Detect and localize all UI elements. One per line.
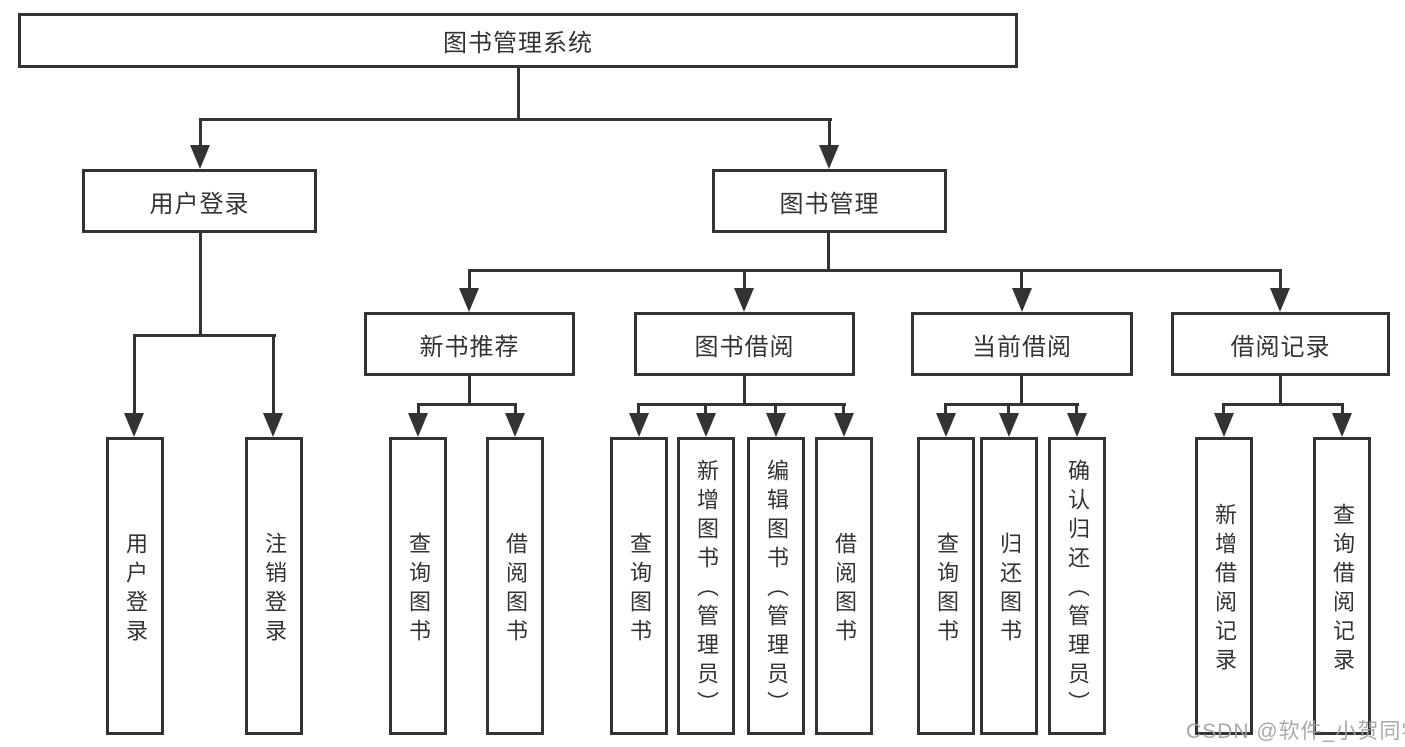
arrow-down-icon	[999, 413, 1019, 437]
connector-line	[417, 403, 420, 415]
node-current-borrowing: 当前借阅	[911, 312, 1133, 376]
node-label: 查询图书	[406, 531, 431, 648]
node-label: 新增图书（管理员）	[694, 459, 719, 720]
arrow-down-icon	[936, 413, 956, 437]
connector-line	[842, 403, 845, 415]
leaf-user-login: 用户登录	[106, 437, 164, 735]
connector-line	[828, 118, 831, 146]
node-label: 当前借阅	[972, 333, 1072, 361]
connector-line	[468, 269, 471, 290]
connector-line	[469, 269, 1282, 272]
arrow-down-icon	[263, 413, 283, 437]
arrow-down-icon	[734, 288, 754, 312]
node-label: 用户登录	[123, 531, 148, 648]
arrow-down-icon	[459, 288, 479, 312]
arrow-down-icon	[1012, 288, 1032, 312]
leaf-query-books-recommend: 查询图书	[389, 437, 447, 735]
connector-line	[517, 68, 520, 120]
arrow-down-icon	[766, 413, 786, 437]
node-label: 编辑图书（管理员）	[764, 459, 789, 720]
arrow-down-icon	[629, 413, 649, 437]
leaf-add-borrow-record: 新增借阅记录	[1195, 437, 1253, 735]
node-label: 注销登录	[262, 531, 287, 648]
leaf-return-book: 归还图书	[980, 437, 1038, 735]
arrow-down-icon	[696, 413, 716, 437]
leaf-add-book-admin: 新增图书（管理员）	[677, 437, 735, 735]
connector-line	[199, 118, 832, 121]
connector-line	[743, 376, 746, 405]
connector-line	[468, 376, 471, 405]
node-label: 图书管理系统	[443, 30, 593, 57]
connector-line	[1279, 269, 1282, 290]
leaf-logout: 注销登录	[245, 437, 303, 735]
leaf-query-books-borrowing: 查询图书	[610, 437, 668, 735]
node-label: 用户登录	[149, 190, 250, 218]
node-label: 确认归还（管理员）	[1065, 459, 1090, 720]
connector-line	[514, 403, 517, 415]
connector-line	[1020, 376, 1023, 405]
connector-line	[774, 403, 777, 415]
node-label: 查询图书	[627, 531, 652, 648]
arrow-down-icon	[1332, 413, 1352, 437]
arrow-down-icon	[1067, 413, 1087, 437]
arrow-down-icon	[819, 145, 839, 169]
connector-line	[1007, 403, 1010, 415]
arrow-down-icon	[1270, 288, 1290, 312]
leaf-query-books-current: 查询图书	[917, 437, 975, 735]
arrow-down-icon	[1214, 413, 1234, 437]
node-book-borrowing: 图书借阅	[634, 312, 855, 376]
connector-line	[199, 118, 202, 146]
node-label: 借阅图书	[832, 531, 857, 648]
node-label: 图书借阅	[694, 333, 795, 361]
arrow-down-icon	[190, 145, 210, 169]
node-label: 新增借阅记录	[1212, 502, 1237, 677]
leaf-query-borrow-record: 查询借阅记录	[1313, 437, 1371, 735]
arrow-down-icon	[505, 413, 525, 437]
node-label: 借阅记录	[1230, 333, 1331, 361]
csdn-watermark: CSDN @软件_小贺同学	[1186, 720, 1405, 743]
node-system-root: 图书管理系统	[18, 13, 1018, 68]
connector-line	[199, 233, 202, 337]
node-label: 查询图书	[934, 531, 959, 648]
leaf-borrow-books-borrowing: 借阅图书	[815, 437, 873, 735]
node-label: 查询借阅记录	[1330, 502, 1355, 677]
node-label: 借阅图书	[503, 531, 528, 648]
connector-line	[1222, 403, 1344, 406]
leaf-borrow-books-recommend: 借阅图书	[486, 437, 544, 735]
leaf-edit-book-admin: 编辑图书（管理员）	[747, 437, 805, 735]
connector-line	[944, 403, 1079, 406]
node-book-management: 图书管理	[712, 169, 947, 233]
connector-line	[743, 269, 746, 290]
arrow-down-icon	[124, 413, 144, 437]
connector-line	[944, 403, 947, 415]
connector-line	[637, 403, 640, 415]
connector-line	[1075, 403, 1078, 415]
connector-line	[704, 403, 707, 415]
connector-line	[637, 403, 846, 406]
connector-line	[1341, 403, 1344, 415]
connector-line	[272, 334, 275, 413]
connector-line	[1222, 403, 1225, 415]
connector-line	[827, 233, 830, 272]
connector-line	[417, 403, 517, 406]
arrow-down-icon	[834, 413, 854, 437]
node-borrowing-records: 借阅记录	[1171, 312, 1390, 376]
node-user-login: 用户登录	[82, 169, 317, 233]
node-new-book-recommend: 新书推荐	[364, 312, 575, 376]
leaf-confirm-return-admin: 确认归还（管理员）	[1048, 437, 1106, 735]
node-label: 新书推荐	[419, 333, 520, 361]
connector-line	[133, 334, 136, 413]
node-label: 图书管理	[779, 190, 880, 218]
connector-line	[1279, 376, 1282, 405]
arrow-down-icon	[408, 413, 428, 437]
node-label: 归还图书	[997, 531, 1022, 648]
connector-line	[1020, 269, 1023, 290]
connector-line	[133, 334, 276, 337]
